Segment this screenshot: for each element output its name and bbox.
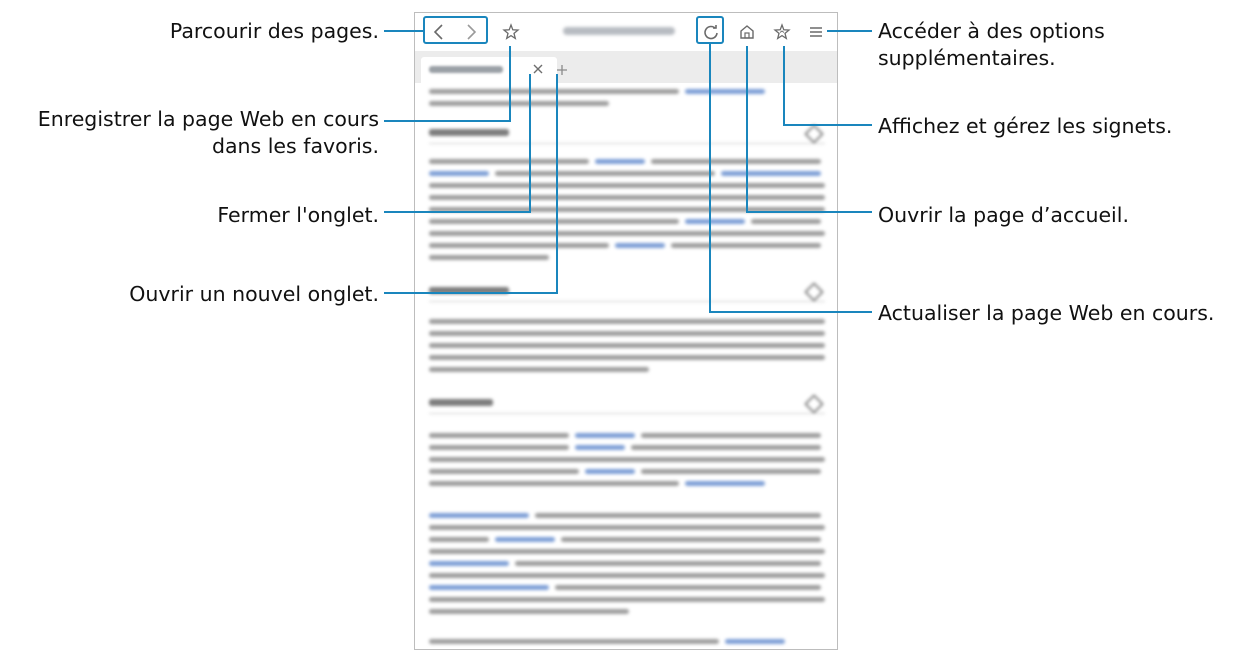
label-more-options-line1: Accéder à des options (878, 19, 1105, 43)
label-home-page: Ouvrir la page d’accueil. (878, 203, 1129, 227)
highlight-nav-buttons (423, 16, 488, 44)
label-new-tab: Ouvrir un nouvel onglet. (129, 282, 379, 306)
label-close-tab: Fermer l'onglet. (217, 203, 379, 227)
label-more-options-line2: supplémentaires. (878, 46, 1056, 70)
more-options-button[interactable] (804, 20, 828, 44)
label-add-bookmark-line2: dans les favoris. (211, 134, 379, 158)
leader-bookmarks (783, 46, 872, 126)
refresh-button[interactable] (699, 20, 723, 44)
forward-icon (467, 24, 477, 40)
leader-refresh (709, 43, 872, 313)
home-button[interactable] (735, 20, 759, 44)
leader-new-tab (384, 74, 558, 294)
tab-bar (415, 51, 837, 83)
label-refresh: Actualiser la page Web en cours. (878, 301, 1215, 325)
home-icon (740, 25, 754, 39)
forward-button[interactable] (459, 20, 483, 44)
browser-toolbar (415, 13, 837, 51)
new-tab-button[interactable] (551, 59, 573, 81)
add-bookmark-button[interactable] (499, 20, 523, 44)
label-more-options: Accéder à des options supplémentaires. (878, 18, 1105, 72)
plus-icon (557, 65, 567, 75)
label-bookmarks: Affichez et gérez les signets. (878, 114, 1173, 138)
close-icon (533, 64, 543, 74)
label-add-bookmark: Enregistrer la page Web en cours dans le… (38, 106, 379, 160)
leader-close-tab (384, 74, 531, 213)
browser-window (414, 12, 838, 650)
back-icon (433, 24, 443, 40)
bookmarks-icon (773, 23, 791, 40)
tab-title (429, 66, 503, 73)
star-icon (502, 23, 520, 40)
back-button[interactable] (427, 20, 451, 44)
leader-add-bookmark (384, 46, 511, 122)
address-bar[interactable] (563, 27, 675, 35)
close-tab-button[interactable] (527, 58, 549, 80)
bookmarks-button[interactable] (770, 20, 794, 44)
page-content (415, 83, 837, 649)
highlight-refresh-button (696, 16, 724, 44)
label-browse-pages: Parcourir des pages. (169, 19, 379, 43)
label-add-bookmark-line1: Enregistrer la page Web en cours (37, 107, 379, 131)
leader-home-page (746, 46, 872, 213)
tab-current[interactable] (421, 57, 557, 83)
menu-icon (810, 27, 822, 37)
refresh-icon (704, 25, 718, 40)
